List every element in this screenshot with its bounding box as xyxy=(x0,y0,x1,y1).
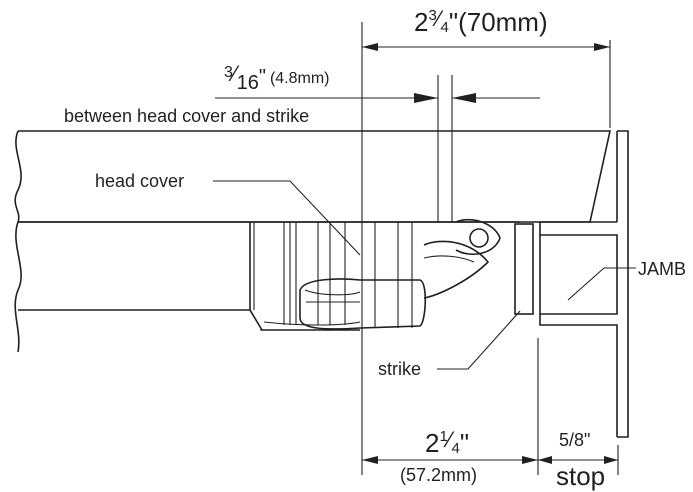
gap-caption: between head cover and strike xyxy=(64,106,309,126)
closer-mechanism xyxy=(249,218,501,331)
dimension-lines xyxy=(215,22,619,475)
gap-dimension-label: 3⁄16"(4.8mm) xyxy=(224,61,330,94)
strike-label: strike xyxy=(378,359,421,379)
lower-mm-label: (57.2mm) xyxy=(400,465,477,485)
leader-lines xyxy=(213,180,636,370)
stop-dimension-label: 5/8" xyxy=(559,430,590,450)
jamb-label: JAMB xyxy=(638,259,686,279)
jamb-frame xyxy=(539,130,629,438)
lower-dimension-label: 21⁄4" xyxy=(425,427,469,458)
stop-label: stop xyxy=(556,461,605,491)
strike-plate xyxy=(514,223,534,315)
overall-dimension-label: 23⁄4"(70mm) xyxy=(414,6,548,37)
head-cover-label: head cover xyxy=(95,171,184,191)
door-header xyxy=(14,130,611,353)
